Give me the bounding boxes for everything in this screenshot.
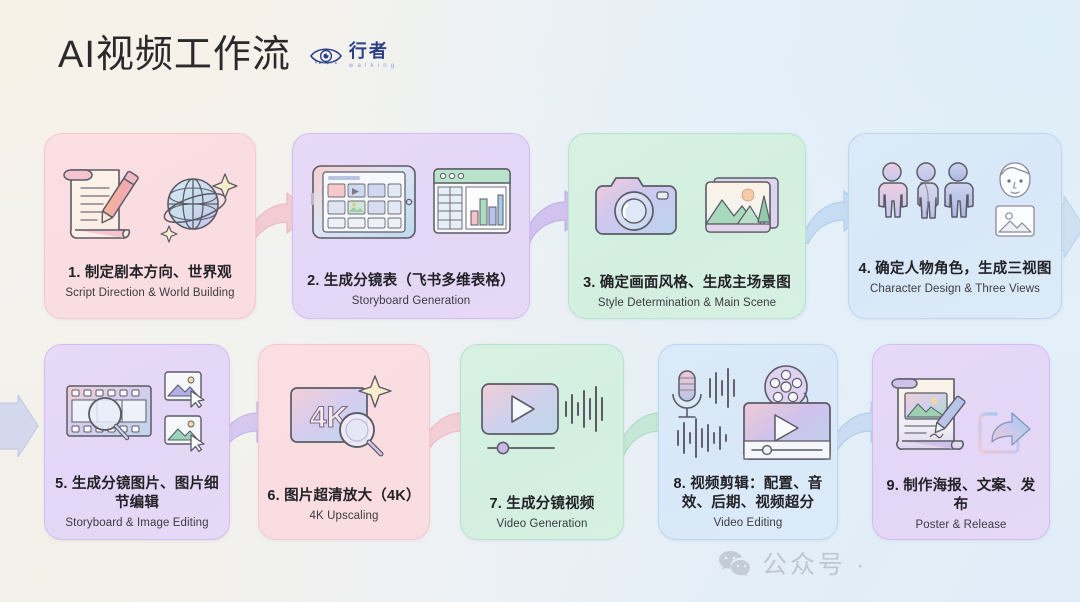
step-7-title-cn: 7. 生成分镜视频	[489, 496, 595, 512]
step-card-6[interactable]: 4K 6. 图片超清放大（4K） 4K Upscaling	[258, 344, 430, 540]
step-2-title-en: Storyboard Generation	[351, 295, 471, 308]
step-6-text: 6. 图片超清放大（4K） 4K Upscaling	[259, 487, 429, 524]
step-5-title-en: Storyboard & Image Editing	[65, 517, 209, 530]
step-6-icons: 4K	[259, 373, 429, 461]
step-1-title-cn: 1. 制定剧本方向、世界观	[68, 265, 232, 281]
step-card-3[interactable]: 3. 确定画面风格、生成主场景图 Style Determination & M…	[568, 133, 806, 319]
step-5-icons	[45, 367, 229, 455]
image-card-with-cursor-2	[164, 415, 205, 452]
step-5-text: 5. 生成分镜图片、图片细节编辑 Storyboard & Image Edit…	[45, 475, 229, 531]
step-3-text: 3. 确定画面风格、生成主场景图 Style Determination & M…	[569, 274, 805, 311]
film-reel-icon	[764, 365, 809, 410]
step-card-4[interactable]: 4. 确定人物角色，生成三视图 Character Design & Three…	[848, 133, 1062, 319]
step-1-text: 1. 制定剧本方向、世界观 Script Direction & World B…	[45, 264, 255, 301]
step-9-icons	[873, 367, 1049, 463]
step-3-title-cn: 3. 确定画面风格、生成主场景图	[583, 275, 791, 291]
step-3-icons	[569, 158, 805, 250]
spreadsheet-chart-icon	[433, 168, 511, 234]
brand-logo: 行者 walking	[309, 42, 398, 69]
step-6-title-en: 4K Upscaling	[309, 510, 379, 523]
step-2-icons	[293, 156, 529, 248]
text-lines-icon	[978, 375, 1026, 398]
step-4-title-en: Character Design & Three Views	[869, 283, 1041, 296]
share-icon	[978, 412, 1031, 454]
step-9-title-cn: 9. 制作海报、文案、发布	[886, 478, 1036, 514]
step-4-text: 4. 确定人物角色，生成三视图 Character Design & Three…	[849, 260, 1061, 297]
step-card-9[interactable]: 9. 制作海报、文案、发布 Poster & Release	[872, 344, 1050, 540]
arrow-step4-to-step5	[0, 395, 39, 457]
step-2-title-cn: 2. 生成分镜表（飞书多维表格）	[307, 273, 515, 289]
tablet-storyboard-icon	[311, 165, 416, 239]
step-3-title-en: Style Determination & Main Scene	[597, 297, 777, 310]
filmstrip-magnifier-icon	[66, 385, 152, 441]
step-card-2[interactable]: 2. 生成分镜表（飞书多维表格） Storyboard Generation	[292, 133, 530, 319]
video-editing-icon-group	[672, 365, 831, 460]
camera-icon	[595, 177, 677, 235]
step-2-text: 2. 生成分镜表（飞书多维表格） Storyboard Generation	[293, 272, 529, 309]
three-figures-icon	[878, 162, 974, 219]
step-4-title-cn: 4. 确定人物角色，生成三视图	[858, 261, 1052, 277]
step-9-title-en: Poster & Release	[915, 519, 1007, 532]
step-card-8[interactable]: 8. 视频剪辑：配置、音效、后期、视频超分 Video Editing	[658, 344, 838, 540]
step-8-title-cn: 8. 视频剪辑：配置、音效、后期、视频超分	[673, 476, 823, 512]
step-7-text: 7. 生成分镜视频 Video Generation	[461, 495, 623, 532]
watermark-text: 公众号 ·	[762, 551, 868, 579]
microphone-icon	[672, 370, 702, 418]
logo-name-cn: 行者	[348, 41, 389, 61]
logo-name-en: walking	[348, 63, 399, 69]
step-6-title-cn: 6. 图片超清放大（4K）	[267, 488, 421, 504]
poster-pencil-icon	[891, 378, 966, 450]
step-5-title-cn: 5. 生成分镜图片、图片细节编辑	[55, 476, 219, 512]
step-1-icons	[45, 156, 255, 248]
scroll-pencil-icon	[63, 169, 139, 239]
video-player-icon	[743, 402, 831, 460]
4k-magnifier-icon: 4K	[290, 375, 392, 457]
badge-4k: 4K	[310, 401, 349, 434]
face-sketch-icon	[999, 162, 1031, 198]
progress-slider-icon	[487, 441, 555, 455]
step-8-text: 8. 视频剪辑：配置、音效、后期、视频超分 Video Editing	[659, 475, 837, 531]
globe-sparkle-icon	[160, 173, 238, 243]
step-8-icons	[659, 365, 837, 465]
step-9-text: 9. 制作海报、文案、发布 Poster & Release	[873, 477, 1049, 533]
watermark: 公众号 ·	[718, 545, 867, 581]
image-cursor-icon	[163, 370, 211, 452]
step-card-5[interactable]: 5. 生成分镜图片、图片细节编辑 Storyboard & Image Edit…	[44, 344, 230, 540]
image-card-with-cursor-1	[164, 371, 205, 408]
wechat-icon	[719, 551, 750, 577]
waveform-icon	[565, 386, 603, 432]
landscape-photo-icon	[705, 177, 779, 233]
waveform-icon	[677, 368, 735, 458]
video-play-icon	[481, 383, 603, 455]
step-card-1[interactable]: 1. 制定剧本方向、世界观 Script Direction & World B…	[44, 133, 256, 319]
step-8-title-en: Video Editing	[713, 517, 783, 530]
step-7-title-en: Video Generation	[496, 518, 588, 531]
page-title: AI视频工作流	[58, 34, 291, 76]
step-card-7[interactable]: 7. 生成分镜视频 Video Generation	[460, 344, 624, 540]
header: AI视频工作流 行者 walking	[58, 36, 398, 74]
image-icon	[995, 205, 1035, 237]
step-7-icons	[461, 377, 623, 461]
eye-icon	[309, 47, 342, 64]
step-4-icons	[849, 156, 1061, 242]
step-1-title-en: Script Direction & World Building	[65, 287, 235, 300]
